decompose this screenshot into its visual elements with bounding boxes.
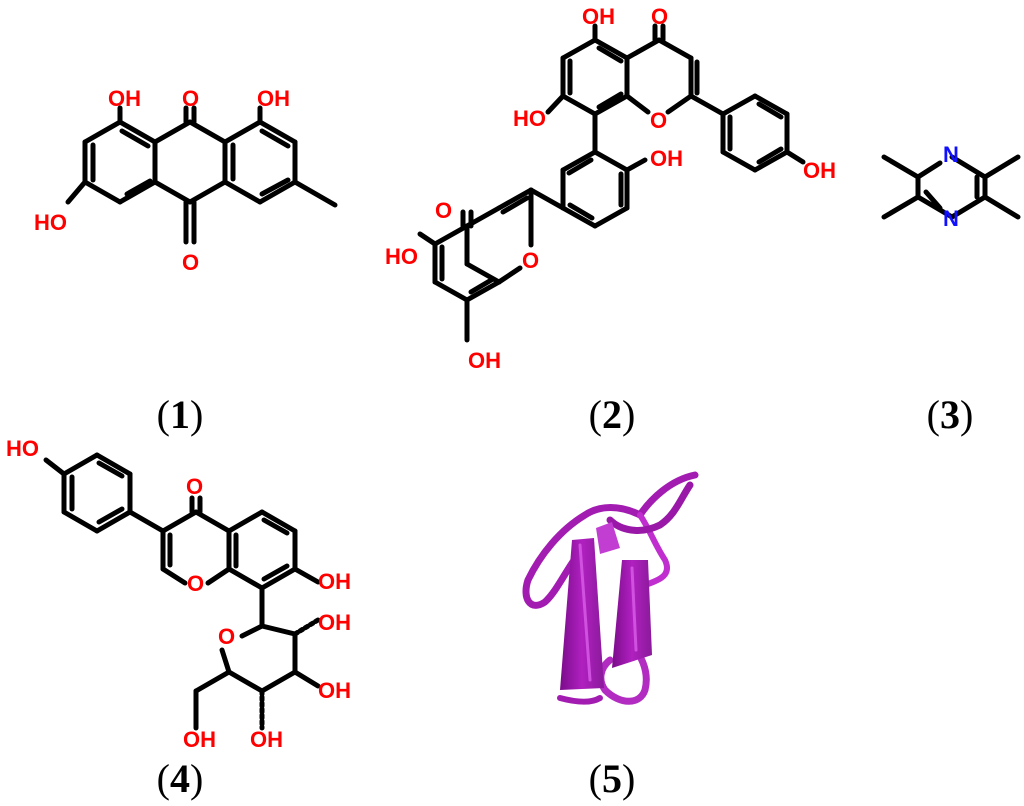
m4-hydroxyl-label-3: OH bbox=[250, 727, 283, 752]
m1-hydroxyl-label-right: OH bbox=[257, 86, 290, 111]
m2-ring-oxygen-label: O bbox=[650, 108, 667, 133]
caption-4: (4) bbox=[157, 756, 204, 801]
m2-hydroxyl-label-right: OH bbox=[650, 146, 683, 171]
caption-3: (3) bbox=[927, 392, 974, 437]
m2-hydroxyl-label-bottom: OH bbox=[468, 348, 501, 373]
m4-hydroxyl-label-right: OH bbox=[318, 569, 351, 594]
caption-1: (1) bbox=[157, 392, 204, 437]
m4-ring-oxygen-label: O bbox=[187, 571, 204, 596]
m3-nitrogen-label-bottom: N bbox=[943, 206, 959, 231]
m3-nitrogen-label-top: N bbox=[943, 142, 959, 167]
molecule-2-structure: OH O HO O OH OH O HO O OH bbox=[385, 4, 836, 373]
m4-sugar-oxygen-label: O bbox=[218, 624, 235, 649]
m4-hydroxyl-label-4: OH bbox=[183, 727, 216, 752]
m2-hydroxyl-label-top: OH bbox=[582, 4, 615, 29]
m1-carbonyl-label-bottom: O bbox=[182, 250, 199, 275]
m1-hydroxyl-label-left: OH bbox=[108, 86, 141, 111]
protein-ribbon-structure bbox=[522, 471, 699, 705]
m1-hydroxyl-label-side: HO bbox=[34, 210, 67, 235]
m2-hydroxyl-label-far: OH bbox=[803, 158, 836, 183]
m2-carbonyl-label-lower: O bbox=[435, 198, 452, 223]
molecule-1-structure: OH OH HO O O bbox=[34, 86, 338, 275]
molecule-3-structure: N N bbox=[881, 142, 1021, 231]
m4-carbonyl-label: O bbox=[186, 474, 203, 499]
m4-hydroxyl-label-phenol: HO bbox=[6, 436, 39, 461]
caption-2: (2) bbox=[589, 392, 636, 437]
m2-ring-oxygen-label-lower: O bbox=[522, 248, 539, 273]
m2-carbonyl-label-top: O bbox=[651, 4, 668, 29]
m2-hydroxyl-label-left: HO bbox=[513, 106, 546, 131]
m4-hydroxyl-label-1: OH bbox=[318, 610, 351, 635]
molecule-4-structure: HO O O OH O OH OH OH OH bbox=[6, 436, 351, 752]
m4-hydroxyl-label-2: OH bbox=[318, 678, 351, 703]
caption-5: (5) bbox=[589, 756, 636, 801]
m2-hydroxyl-label-lower: HO bbox=[385, 244, 418, 269]
m1-carbonyl-label-top: O bbox=[182, 86, 199, 111]
